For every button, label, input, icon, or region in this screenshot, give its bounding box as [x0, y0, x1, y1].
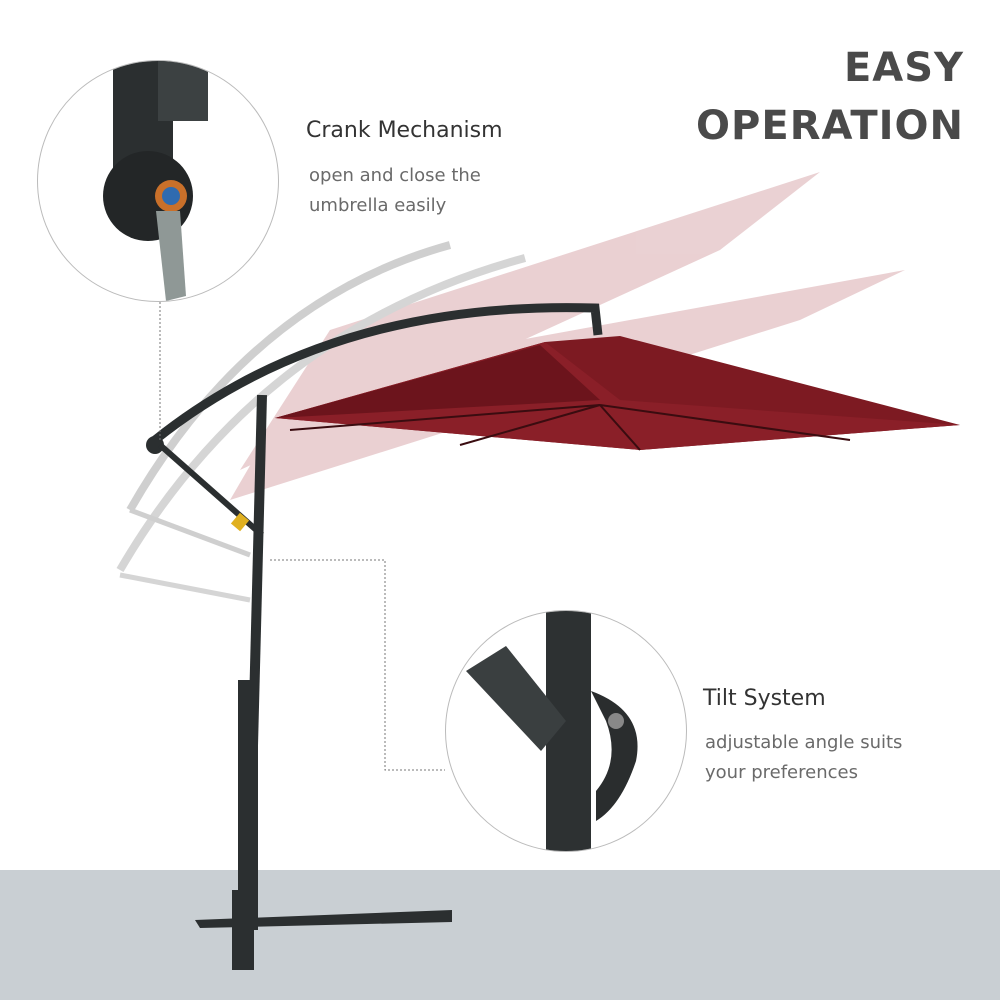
canopy — [275, 336, 960, 451]
crank-title: Crank Mechanism — [306, 118, 503, 143]
tilt-desc-line1: adjustable angle suits — [705, 732, 903, 753]
tilt-callout — [445, 610, 687, 852]
cross-base — [195, 910, 452, 928]
headline-line2: OPERATION — [696, 103, 964, 149]
umbrella-arm — [152, 303, 603, 444]
ground — [0, 870, 1000, 1000]
crank-desc-line1: open and close the — [309, 165, 481, 186]
crank-callout — [37, 60, 279, 302]
tilt-title: Tilt System — [703, 686, 826, 711]
crank-desc-line2: umbrella easily — [309, 195, 447, 216]
tilt-desc-line2: your preferences — [705, 762, 858, 783]
headline-line1: EASY — [843, 45, 964, 91]
